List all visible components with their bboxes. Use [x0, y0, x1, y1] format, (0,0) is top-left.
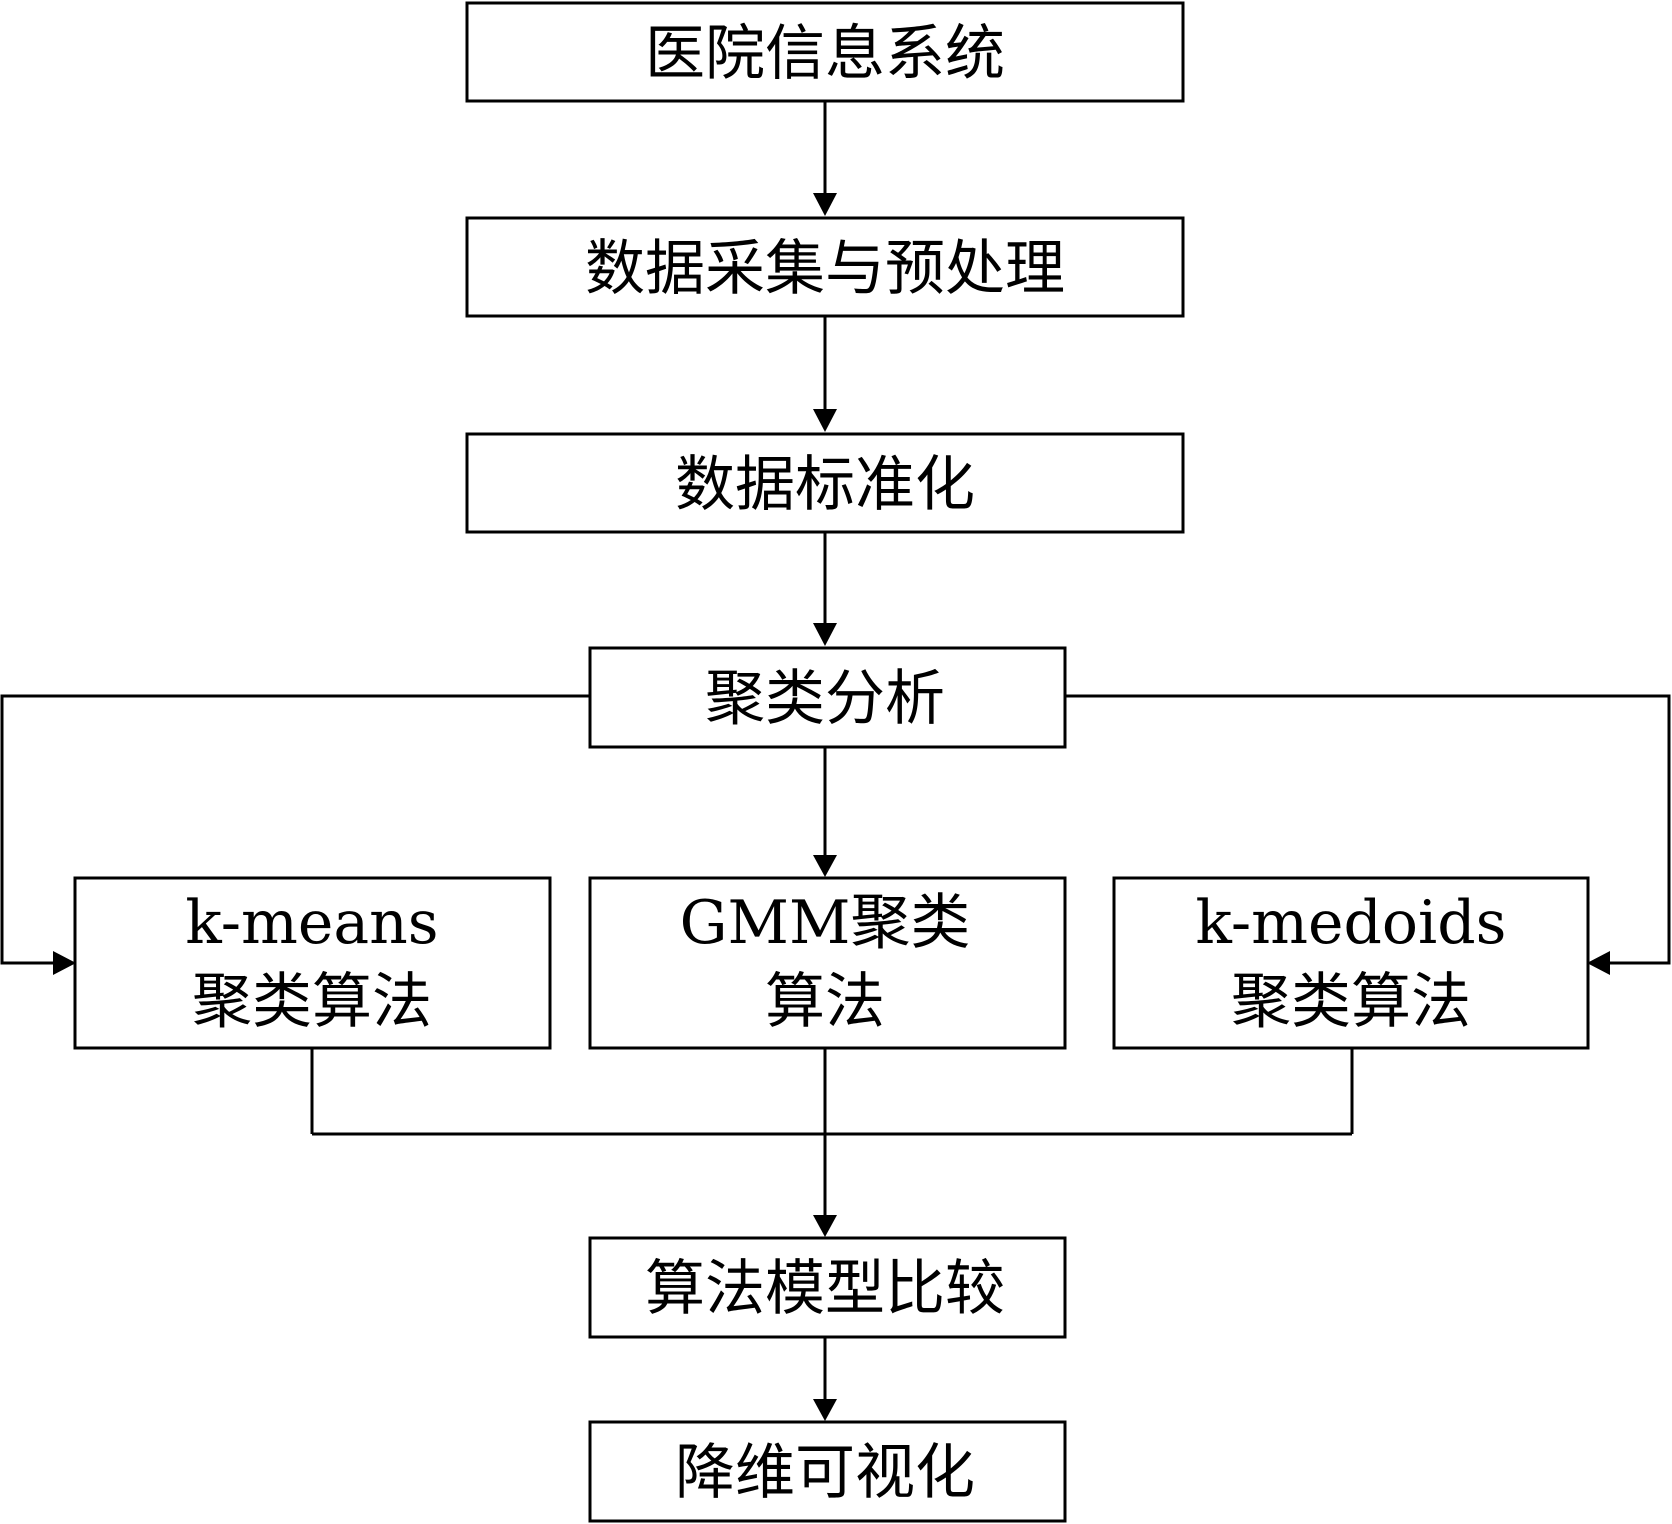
node-standardize: 数据标准化 — [465, 432, 1185, 534]
node-kmedoids-label-line1: k-medoids — [1196, 888, 1507, 958]
node-cluster-label: 聚类分析 — [705, 664, 945, 734]
arrowhead-visualize — [813, 1399, 837, 1421]
node-kmedoids: k-medoids 聚类算法 — [1112, 876, 1590, 1050]
node-collect: 数据采集与预处理 — [465, 216, 1185, 318]
node-visualize: 降维可视化 — [588, 1420, 1067, 1523]
node-gmm: GMM聚类 算法 — [588, 876, 1067, 1050]
arrowhead-cluster — [813, 623, 837, 646]
node-compare-label: 算法模型比较 — [645, 1254, 1005, 1324]
node-his-label: 医院信息系统 — [645, 19, 1005, 89]
arrowhead-standardize — [813, 409, 837, 432]
node-visualize-label: 降维可视化 — [675, 1438, 975, 1508]
node-collect-label: 数据采集与预处理 — [585, 234, 1065, 304]
node-kmeans: k-means 聚类算法 — [73, 876, 552, 1050]
node-kmeans-label-line2: 聚类算法 — [192, 967, 432, 1037]
arrowhead-compare — [813, 1215, 837, 1237]
node-his: 医院信息系统 — [465, 1, 1185, 103]
arrowhead-collect — [813, 193, 837, 216]
arrowhead-kmeans — [53, 951, 76, 975]
node-standardize-label: 数据标准化 — [675, 450, 975, 520]
node-kmedoids-label-line2: 聚类算法 — [1231, 967, 1471, 1037]
node-compare: 算法模型比较 — [588, 1236, 1067, 1339]
node-cluster: 聚类分析 — [588, 646, 1067, 749]
connector-cluster-kmedoids — [1065, 694, 1671, 965]
node-gmm-label-line1: GMM聚类 — [680, 888, 971, 958]
node-gmm-label-line2: 算法 — [765, 967, 885, 1037]
connectors — [0, 101, 1671, 1421]
arrowhead-gmm — [813, 855, 837, 877]
node-kmeans-label-line1: k-means — [185, 888, 438, 958]
connector-cluster-kmeans — [0, 694, 590, 965]
arrowhead-kmedoids — [1587, 951, 1610, 975]
